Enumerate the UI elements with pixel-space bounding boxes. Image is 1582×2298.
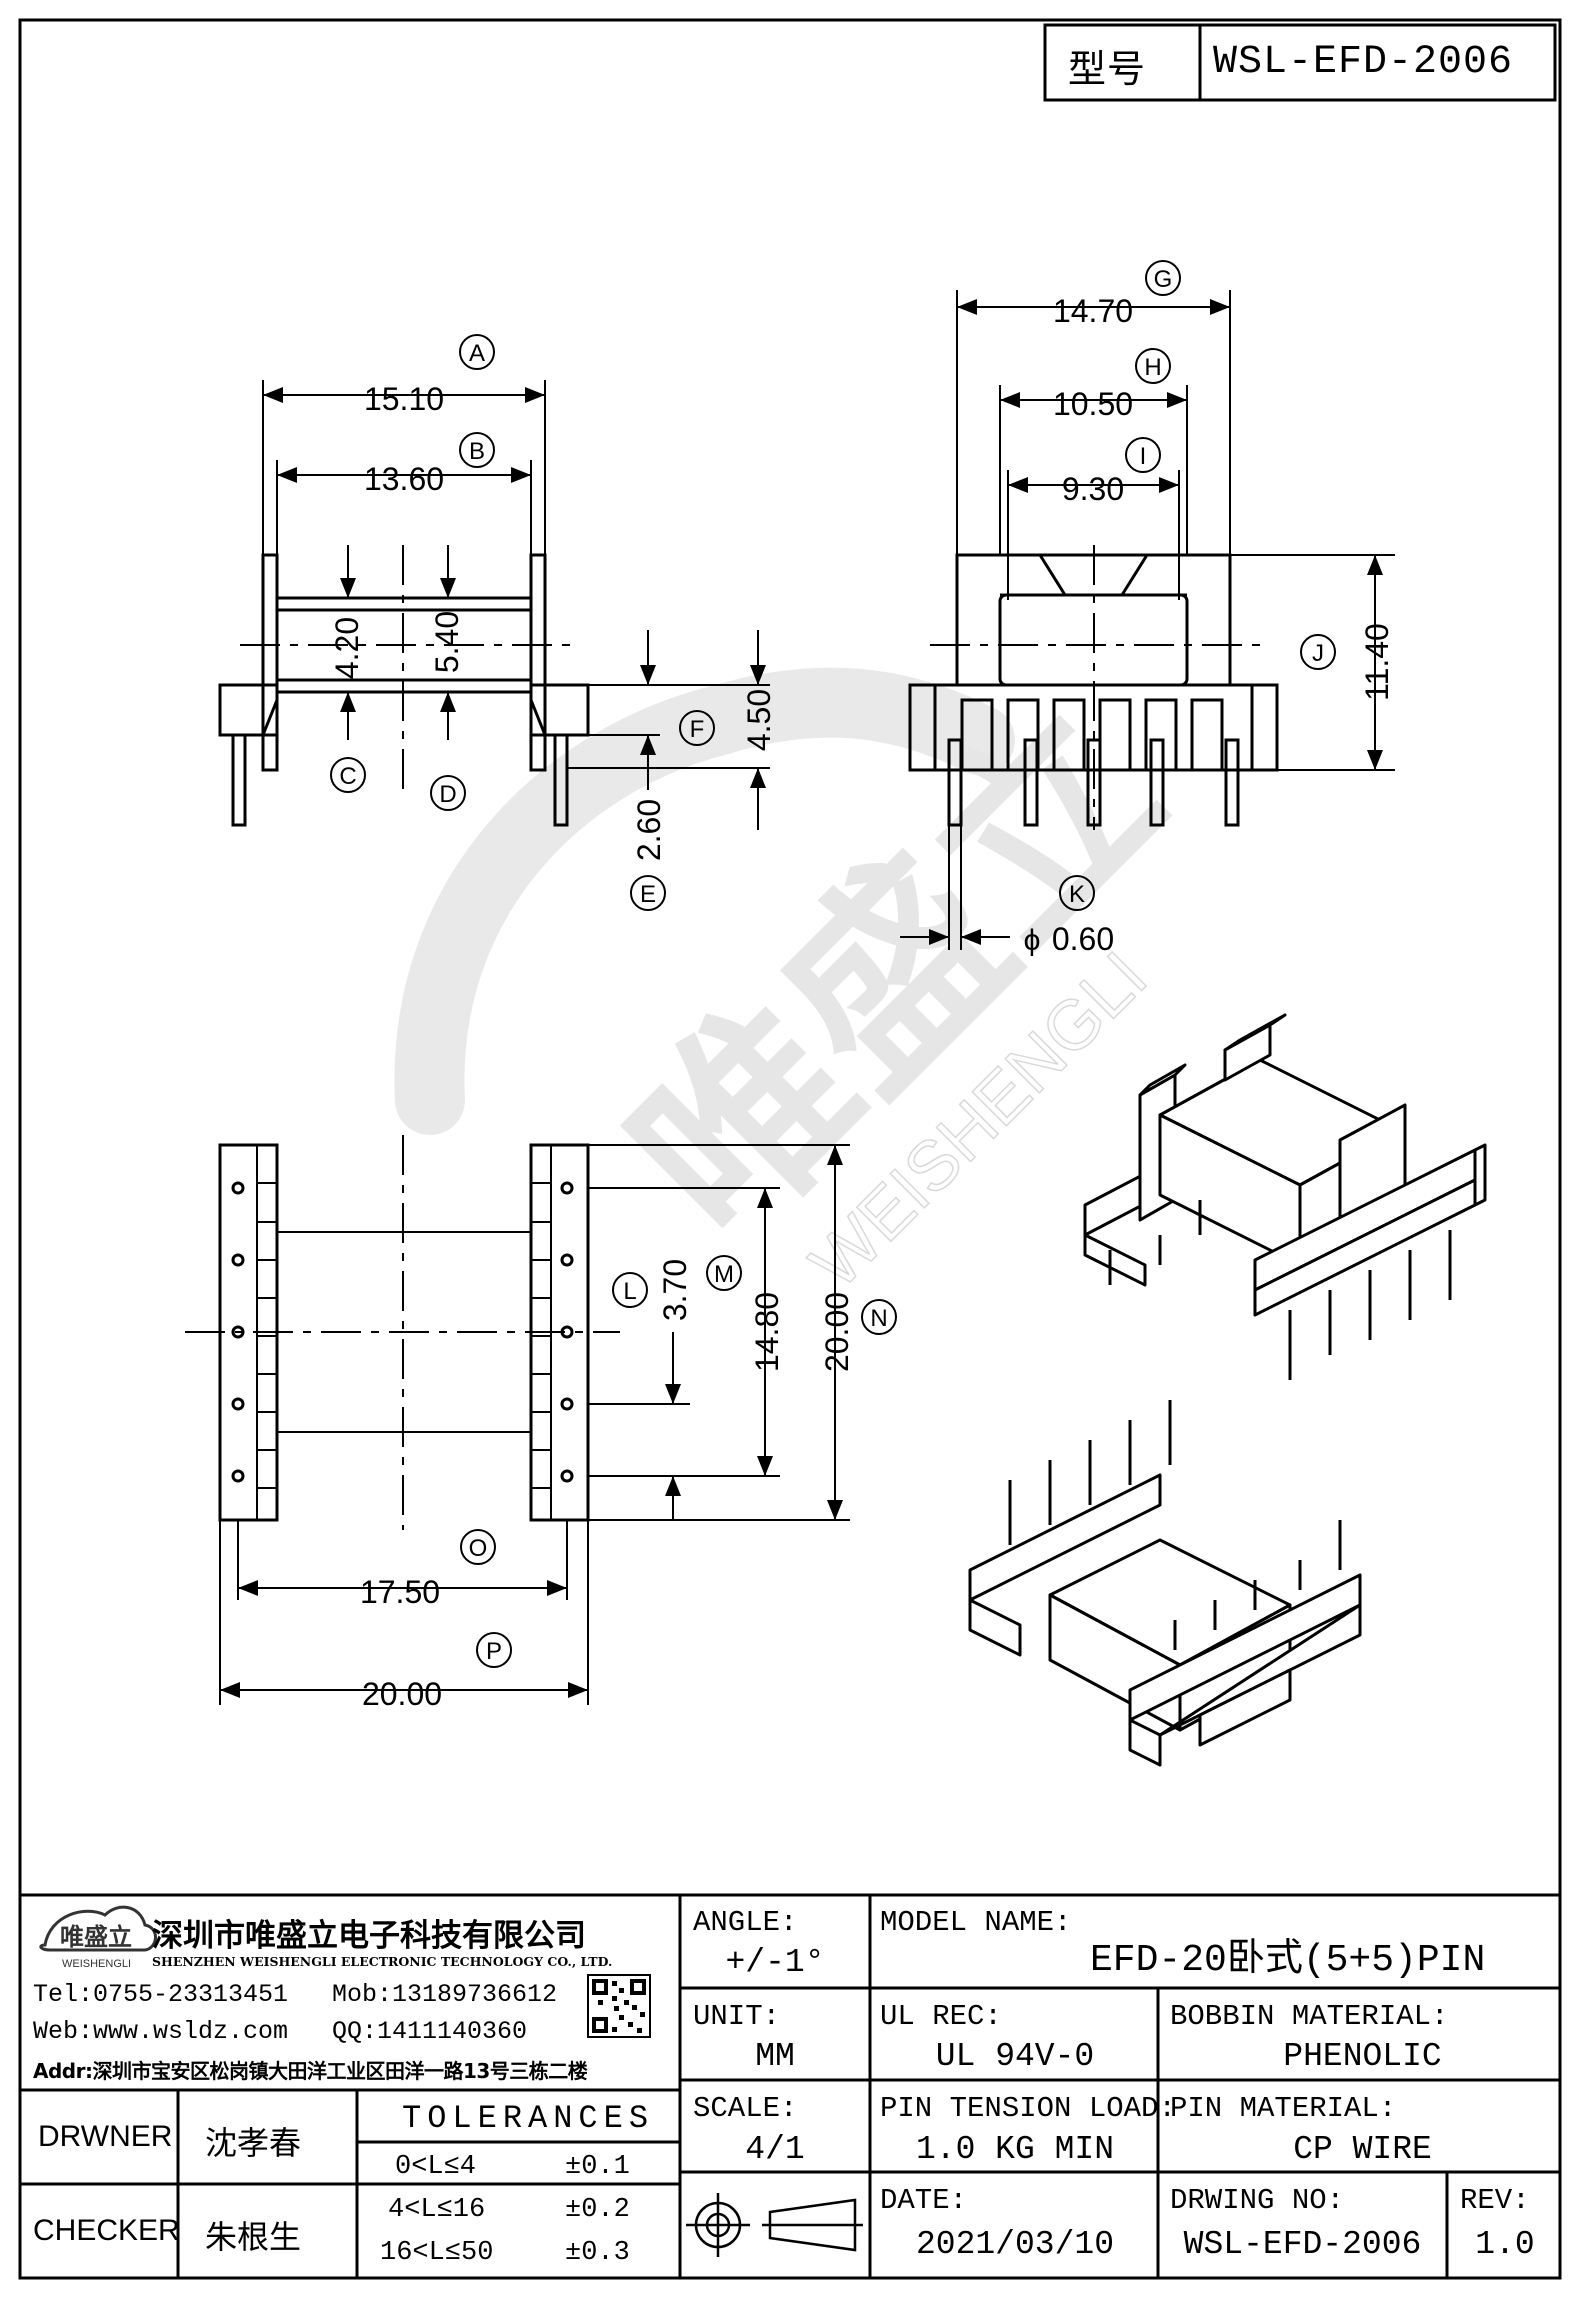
drawing-no-value: WSL-EFD-2006 (1183, 2226, 1422, 2263)
dim-j-letter: J (1312, 640, 1324, 667)
pin-tension-label: PIN TENSION LOAD: (880, 2092, 1176, 2125)
checker-label: CHECKER (33, 2214, 180, 2247)
tolerance-row-2-range: 4<L≤16 (388, 2195, 486, 2225)
pin-material-label: PIN MATERIAL: (1170, 2092, 1397, 2125)
dim-i-value: 9.30 (1062, 471, 1124, 507)
dim-h-value: 10.50 (1053, 386, 1133, 422)
tolerance-row-1-range: 0<L≤4 (395, 2152, 477, 2182)
angle-value: +/-1° (725, 1944, 825, 1981)
dim-p-value: 20.00 (362, 1676, 442, 1712)
company-name-en: SHENZHEN WEISHENGLI ELECTRONIC TECHNOLOG… (152, 1954, 613, 1969)
angle-label: ANGLE: (693, 1906, 798, 1939)
unit-value: MM (755, 2038, 795, 2075)
company-mob: Mob:13189736612 (332, 1980, 558, 2009)
company-qq: QQ:1411140360 (332, 2017, 528, 2046)
side-view (900, 290, 1395, 950)
dim-d-letter: D (439, 781, 456, 808)
pin-material-value: CP WIRE (1293, 2131, 1432, 2168)
dim-o-value: 17.50 (360, 1574, 440, 1610)
dim-k-value: 0.60 (1052, 921, 1114, 957)
tolerances-label: TOLERANCES (402, 2100, 655, 2137)
front-view-labels: 15.10 A 13.60 B 4.20 C 5.40 D 2.60 E F 4… (329, 334, 777, 911)
projection-symbol-icon (686, 2193, 863, 2257)
drawer-value: 沈孝春 (205, 2124, 302, 2162)
pin-tension-value: 1.0 KG MIN (915, 2131, 1115, 2168)
dim-g-value: 14.70 (1053, 293, 1133, 329)
company-name-cn: 深圳市唯盛立电子科技有限公司 (152, 1918, 586, 1954)
front-view (218, 380, 770, 830)
dim-l-letter: L (623, 1278, 636, 1305)
checker-value: 朱根生 (205, 2218, 302, 2256)
company-web: Web:www.wsldz.com (33, 2017, 289, 2046)
scale-value: 4/1 (745, 2131, 805, 2168)
header-model-box (1043, 23, 1557, 102)
company-logo-icon: 唯盛立 WEISHENGLI (39, 1905, 157, 1970)
dim-k-prefix: ϕ (1024, 924, 1041, 957)
drawer-label: DRWNER (38, 2120, 173, 2153)
outer-border (18, 18, 1562, 2280)
top-view-labels: L 3.70 M 14.80 N 20.00 O 17.50 P 20.00 (360, 1255, 897, 1712)
top-view (185, 1135, 850, 1705)
tolerance-row-1-value: ±0.1 (565, 2152, 630, 2182)
header-model-label: 型号 (1068, 47, 1147, 91)
dim-c-value: 4.20 (329, 617, 365, 679)
dim-p-letter: P (486, 1638, 502, 1665)
unit-label: UNIT: (693, 2000, 781, 2033)
model-name-value: EFD-20卧式(5+5)PIN (1090, 1939, 1486, 1982)
dim-f-value: 4.50 (741, 689, 777, 751)
isometric-view-bottom (968, 1400, 1362, 1767)
bobbin-material-label: BOBBIN MATERIAL: (1170, 2000, 1449, 2033)
dim-f-letter: F (690, 716, 705, 743)
dim-a-letter: A (469, 340, 485, 367)
dim-c-letter: C (339, 763, 356, 790)
dim-m-letter: M (714, 1261, 734, 1288)
dim-i-letter: I (1140, 443, 1147, 470)
dim-h-letter: H (1144, 354, 1161, 381)
ul-value: UL 94V-0 (935, 2038, 1095, 2075)
dim-o-letter: O (469, 1535, 488, 1562)
dim-d-value: 5.40 (429, 611, 465, 673)
dim-n-letter: N (870, 1305, 887, 1332)
dim-e-value: 2.60 (631, 799, 667, 861)
isometric-view-top (1083, 1013, 1487, 1380)
tolerance-row-2-value: ±0.2 (565, 2195, 630, 2225)
dim-m-value: 14.80 (749, 1292, 785, 1372)
side-view-labels: 14.70 G 10.50 H 9.30 I J 11.40 K ϕ 0.60 (1024, 260, 1395, 957)
tolerance-row-3-range: 16<L≤50 (380, 2238, 494, 2268)
rev-label: REV: (1460, 2184, 1530, 2217)
company-addr: Addr:深圳市宝安区松岗镇大田洋工业区田洋一路13号三栋二楼 (33, 2059, 588, 2083)
bobbin-material-value: PHENOLIC (1283, 2038, 1442, 2075)
date-value: 2021/03/10 (915, 2226, 1115, 2263)
rev-value: 1.0 (1475, 2226, 1535, 2263)
ul-label: UL REC: (880, 2000, 1002, 2033)
logo-en-text: WEISHENGLI (62, 1958, 131, 1970)
dim-g-letter: G (1154, 266, 1173, 293)
tolerance-row-3-value: ±0.3 (565, 2238, 630, 2268)
header-model-value: WSL-EFD-2006 (1213, 40, 1514, 85)
dim-b-value: 13.60 (364, 461, 444, 497)
date-label: DATE: (880, 2184, 968, 2217)
scale-label: SCALE: (693, 2092, 798, 2125)
drawing-no-label: DRWING NO: (1170, 2184, 1345, 2217)
dim-a-value: 15.10 (364, 381, 444, 417)
company-tel: Tel:0755-23313451 (33, 1980, 289, 2009)
dim-k-letter: K (1069, 881, 1085, 908)
dim-l-value: 3.70 (657, 1259, 693, 1321)
dim-e-letter: E (640, 881, 656, 908)
dim-n-value: 20.00 (819, 1292, 855, 1372)
title-block-grid (20, 1893, 1560, 2278)
dim-b-letter: B (469, 438, 485, 465)
qr-code-icon (587, 1974, 651, 2038)
model-name-label: MODEL NAME: (880, 1906, 1072, 1939)
dim-j-value: 11.40 (1359, 623, 1395, 701)
logo-cn-text: 唯盛立 (60, 1923, 132, 1951)
